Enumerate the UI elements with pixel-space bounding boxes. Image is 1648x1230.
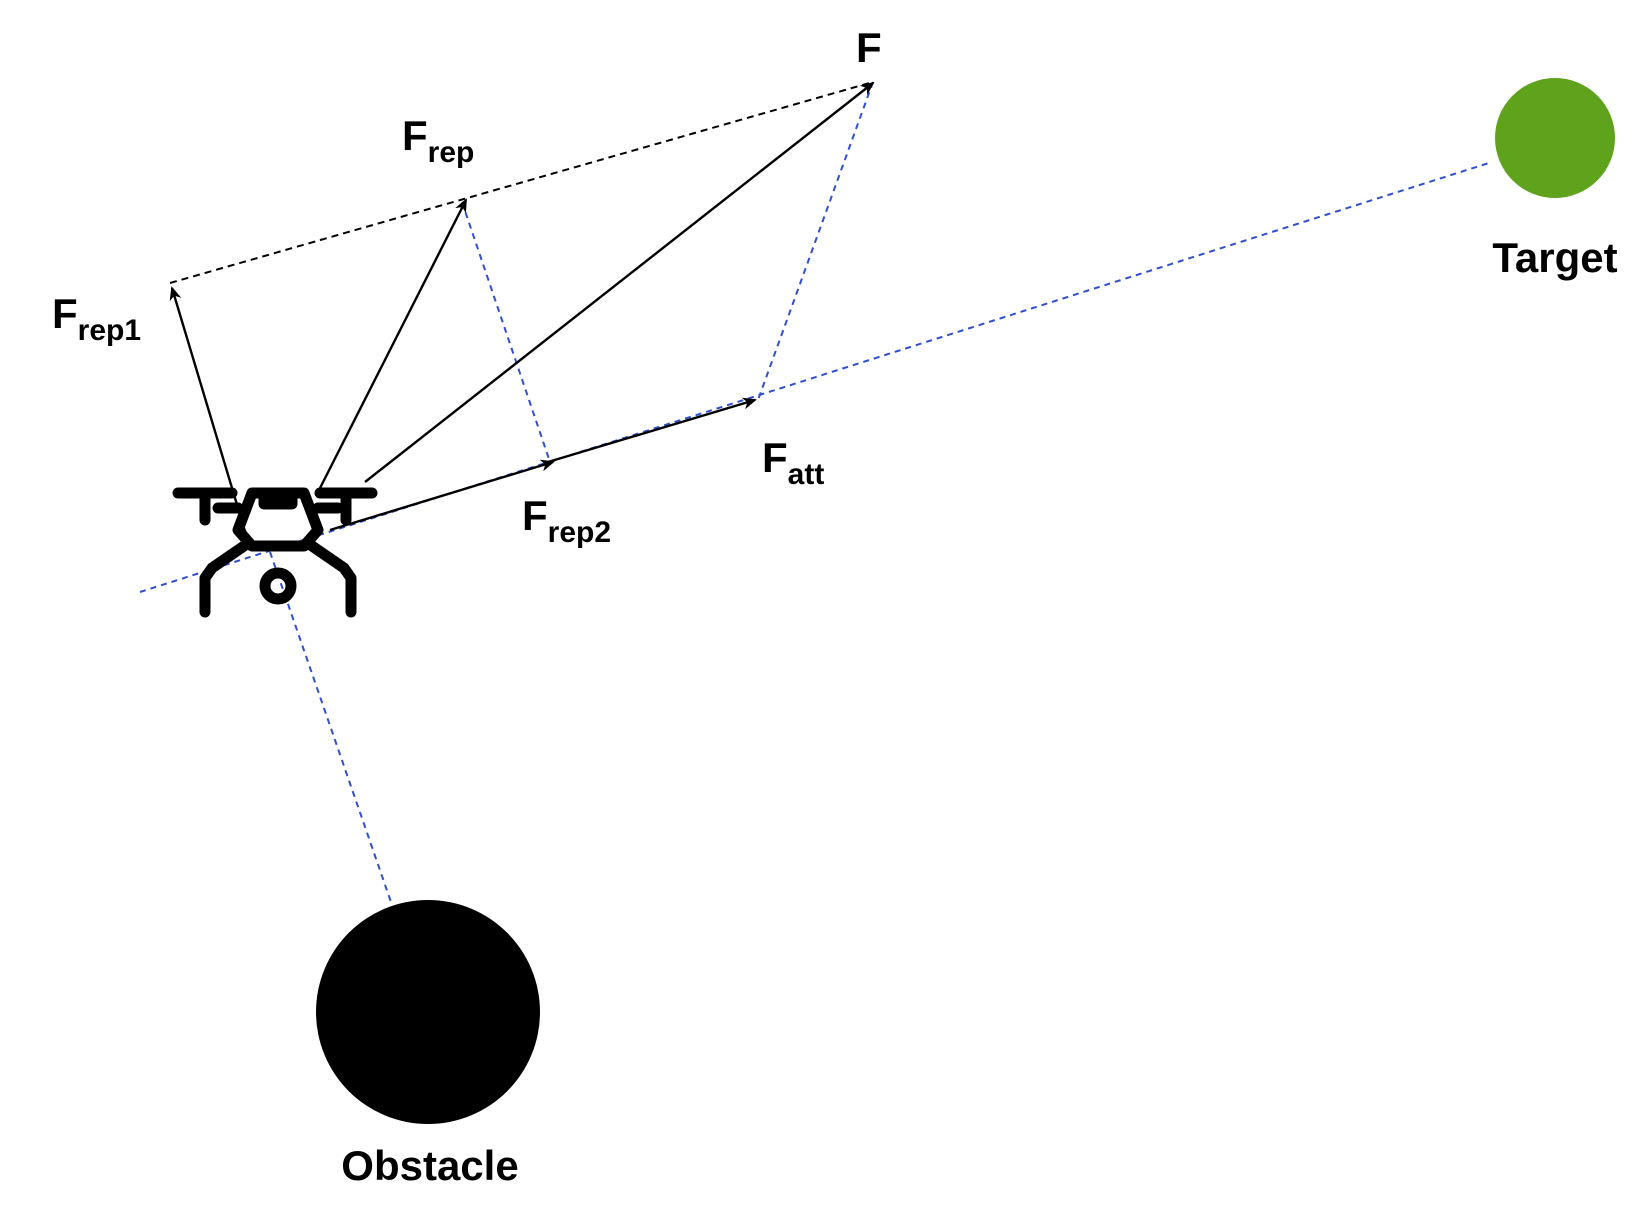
vector-frep	[314, 198, 468, 497]
label-frep1: Frep1	[52, 290, 141, 347]
vector-frep2	[329, 459, 555, 532]
guide-f-to-fatt	[757, 81, 874, 401]
guide-drone-to-target	[139, 161, 1493, 593]
obstacle-node	[316, 900, 540, 1124]
drone-icon	[172, 487, 378, 618]
label-f: F	[856, 24, 882, 71]
label-fatt: Fatt	[762, 434, 824, 491]
target-node	[1495, 78, 1615, 198]
target-label: Target	[1492, 234, 1617, 281]
guide-frep-to-frep2	[461, 201, 551, 463]
obstacle-label: Obstacle	[341, 1142, 518, 1189]
label-frep2: Frep2	[522, 492, 611, 549]
vector-f	[364, 81, 875, 483]
label-frep: Frep	[402, 112, 474, 169]
guide-frep1-frep-f	[169, 81, 874, 284]
force-vectors	[169, 81, 875, 549]
vector-fatt	[547, 397, 757, 464]
guide-drone-to-obstacle	[269, 551, 393, 906]
